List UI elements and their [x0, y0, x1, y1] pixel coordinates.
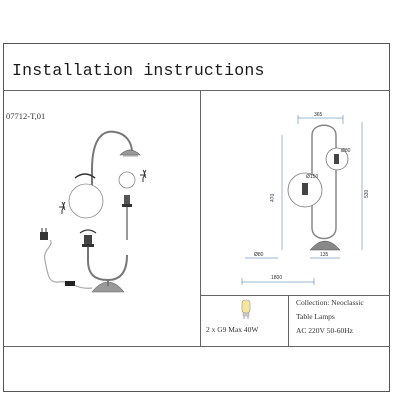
- dim-shade-large: Ø150: [306, 174, 318, 180]
- dim-base-left: Ø80: [254, 252, 264, 258]
- lower-arm: [87, 247, 128, 282]
- lamp-loop: [311, 124, 337, 240]
- small-globe-shade: [118, 171, 136, 189]
- bulb-icon: [140, 169, 147, 182]
- dimension-drawing: 365 Ø80 Ø150 470 530 Ø80 135: [245, 112, 370, 259]
- lamp-base: [91, 281, 125, 293]
- dim-shade-small: Ø80: [341, 148, 351, 154]
- large-shade-cap: [74, 173, 96, 179]
- large-globe-shade: [68, 183, 104, 219]
- dim-width-top: 365: [314, 112, 323, 118]
- g9-bulb-icon: [241, 299, 251, 319]
- top-cap: [119, 149, 141, 156]
- bottom-divider: [3, 346, 390, 347]
- dim-base-right: 135: [320, 252, 329, 258]
- bulb-spec: 2 x G9 Max 40W: [206, 325, 259, 334]
- dim-height-total: 530: [364, 189, 370, 198]
- title-divider: [3, 90, 390, 91]
- socket-large: [84, 235, 92, 245]
- socket-small: [124, 195, 130, 205]
- panel-divider: [200, 90, 201, 346]
- cable-switch: [65, 281, 75, 286]
- collection-name: Collection: Neoclassic: [296, 298, 364, 307]
- cable-dimension: 1800: [241, 275, 315, 285]
- bulb-icon-left: [59, 201, 66, 214]
- plug-icon: [40, 228, 48, 240]
- dim-height-inner: 470: [270, 193, 276, 202]
- assembly-diagram: [40, 130, 147, 293]
- footer-inner-divider: [288, 295, 289, 346]
- lamp-arm-arc: [91, 130, 133, 171]
- page-title: Installation instructions: [12, 61, 265, 80]
- product-category: Table Lamps: [296, 312, 335, 321]
- model-code: 07712-T,01: [6, 111, 46, 121]
- footer-divider: [200, 295, 390, 296]
- power-spec: AC 220V 50-60Hz: [296, 326, 353, 335]
- dim-cable: 1800: [271, 275, 282, 281]
- drawing-base: [309, 240, 341, 251]
- instruction-sheet: [3, 43, 390, 392]
